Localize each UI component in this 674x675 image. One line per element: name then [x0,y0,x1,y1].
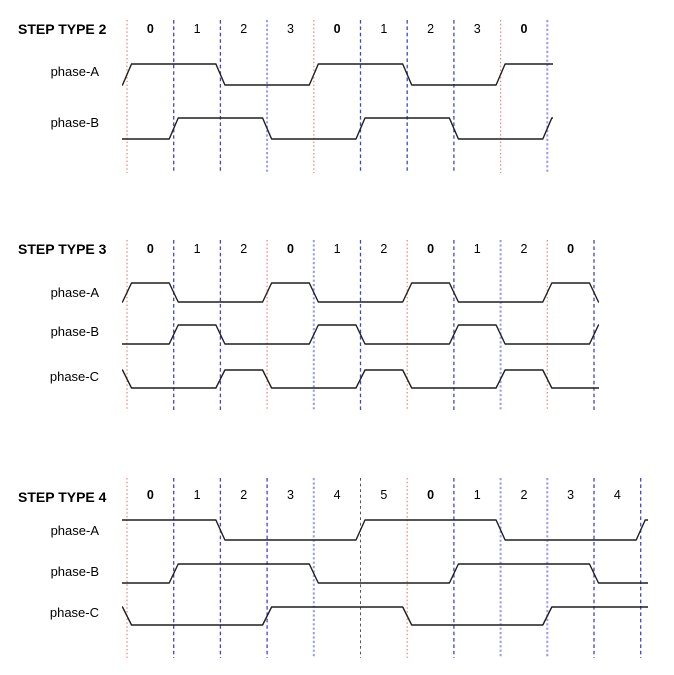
waveform-phase-B-step-type-4 [122,563,648,584]
step-number-step-type-4: 5 [380,488,387,502]
step-number-step-type-4: 0 [147,488,154,502]
step-number-step-type-4: 1 [474,488,481,502]
section-title-step-type-4: STEP TYPE 4 [18,489,107,505]
phase-a-label-step-type-3: phase-A [50,285,99,300]
phase-c-label-step-type-4: phase-C [49,605,99,620]
step-number-step-type-3: 1 [334,242,341,256]
waveform-phase-A-step-type-3 [121,282,600,303]
waveform-phase-A-step-type-2 [121,63,553,86]
step-number-step-type-3: 0 [147,242,154,256]
waveform-phase-C-step-type-3 [121,369,599,389]
phase-a-label-step-type-4: phase-A [50,523,99,538]
step-number-step-type-2: 2 [240,22,247,36]
phase-c-label-step-type-3: phase-C [49,369,99,384]
phase-b-label-step-type-3: phase-B [50,324,99,339]
phase-a-label-step-type-2: phase-A [50,64,99,79]
waveform-phase-B-step-type-3 [122,324,600,345]
section-title-step-type-3: STEP TYPE 3 [18,241,107,257]
phase-b-label-step-type-4: phase-B [50,564,99,579]
step-number-step-type-2: 3 [474,22,481,36]
step-number-step-type-3: 2 [520,242,527,256]
step-number-step-type-4: 1 [194,488,201,502]
step-number-step-type-3: 1 [194,242,201,256]
waveform-phase-A-step-type-4 [122,519,648,541]
step-number-step-type-2: 0 [334,22,341,36]
step-number-step-type-4: 3 [567,488,574,502]
step-number-step-type-4: 4 [334,488,341,502]
step-number-step-type-4: 2 [520,488,527,502]
step-number-step-type-2: 3 [287,22,294,36]
step-number-step-type-4: 2 [240,488,247,502]
step-number-step-type-3: 1 [474,242,481,256]
step-number-step-type-2: 0 [147,22,154,36]
waveform-phase-B-step-type-2 [122,117,553,140]
section-title-step-type-2: STEP TYPE 2 [18,21,107,37]
phase-b-label-step-type-2: phase-B [50,115,99,130]
step-number-step-type-4: 3 [287,488,294,502]
step-number-step-type-2: 0 [520,22,527,36]
step-number-step-type-3: 0 [287,242,294,256]
step-number-step-type-2: 1 [194,22,201,36]
step-number-step-type-3: 0 [427,242,434,256]
step-number-step-type-4: 0 [427,488,434,502]
step-number-step-type-2: 2 [427,22,434,36]
step-number-step-type-3: 0 [567,242,574,256]
waveform-phase-C-step-type-4 [121,606,648,626]
step-number-step-type-4: 4 [614,488,621,502]
step-number-step-type-3: 2 [380,242,387,256]
step-number-step-type-3: 2 [240,242,247,256]
step-number-step-type-2: 1 [380,22,387,36]
